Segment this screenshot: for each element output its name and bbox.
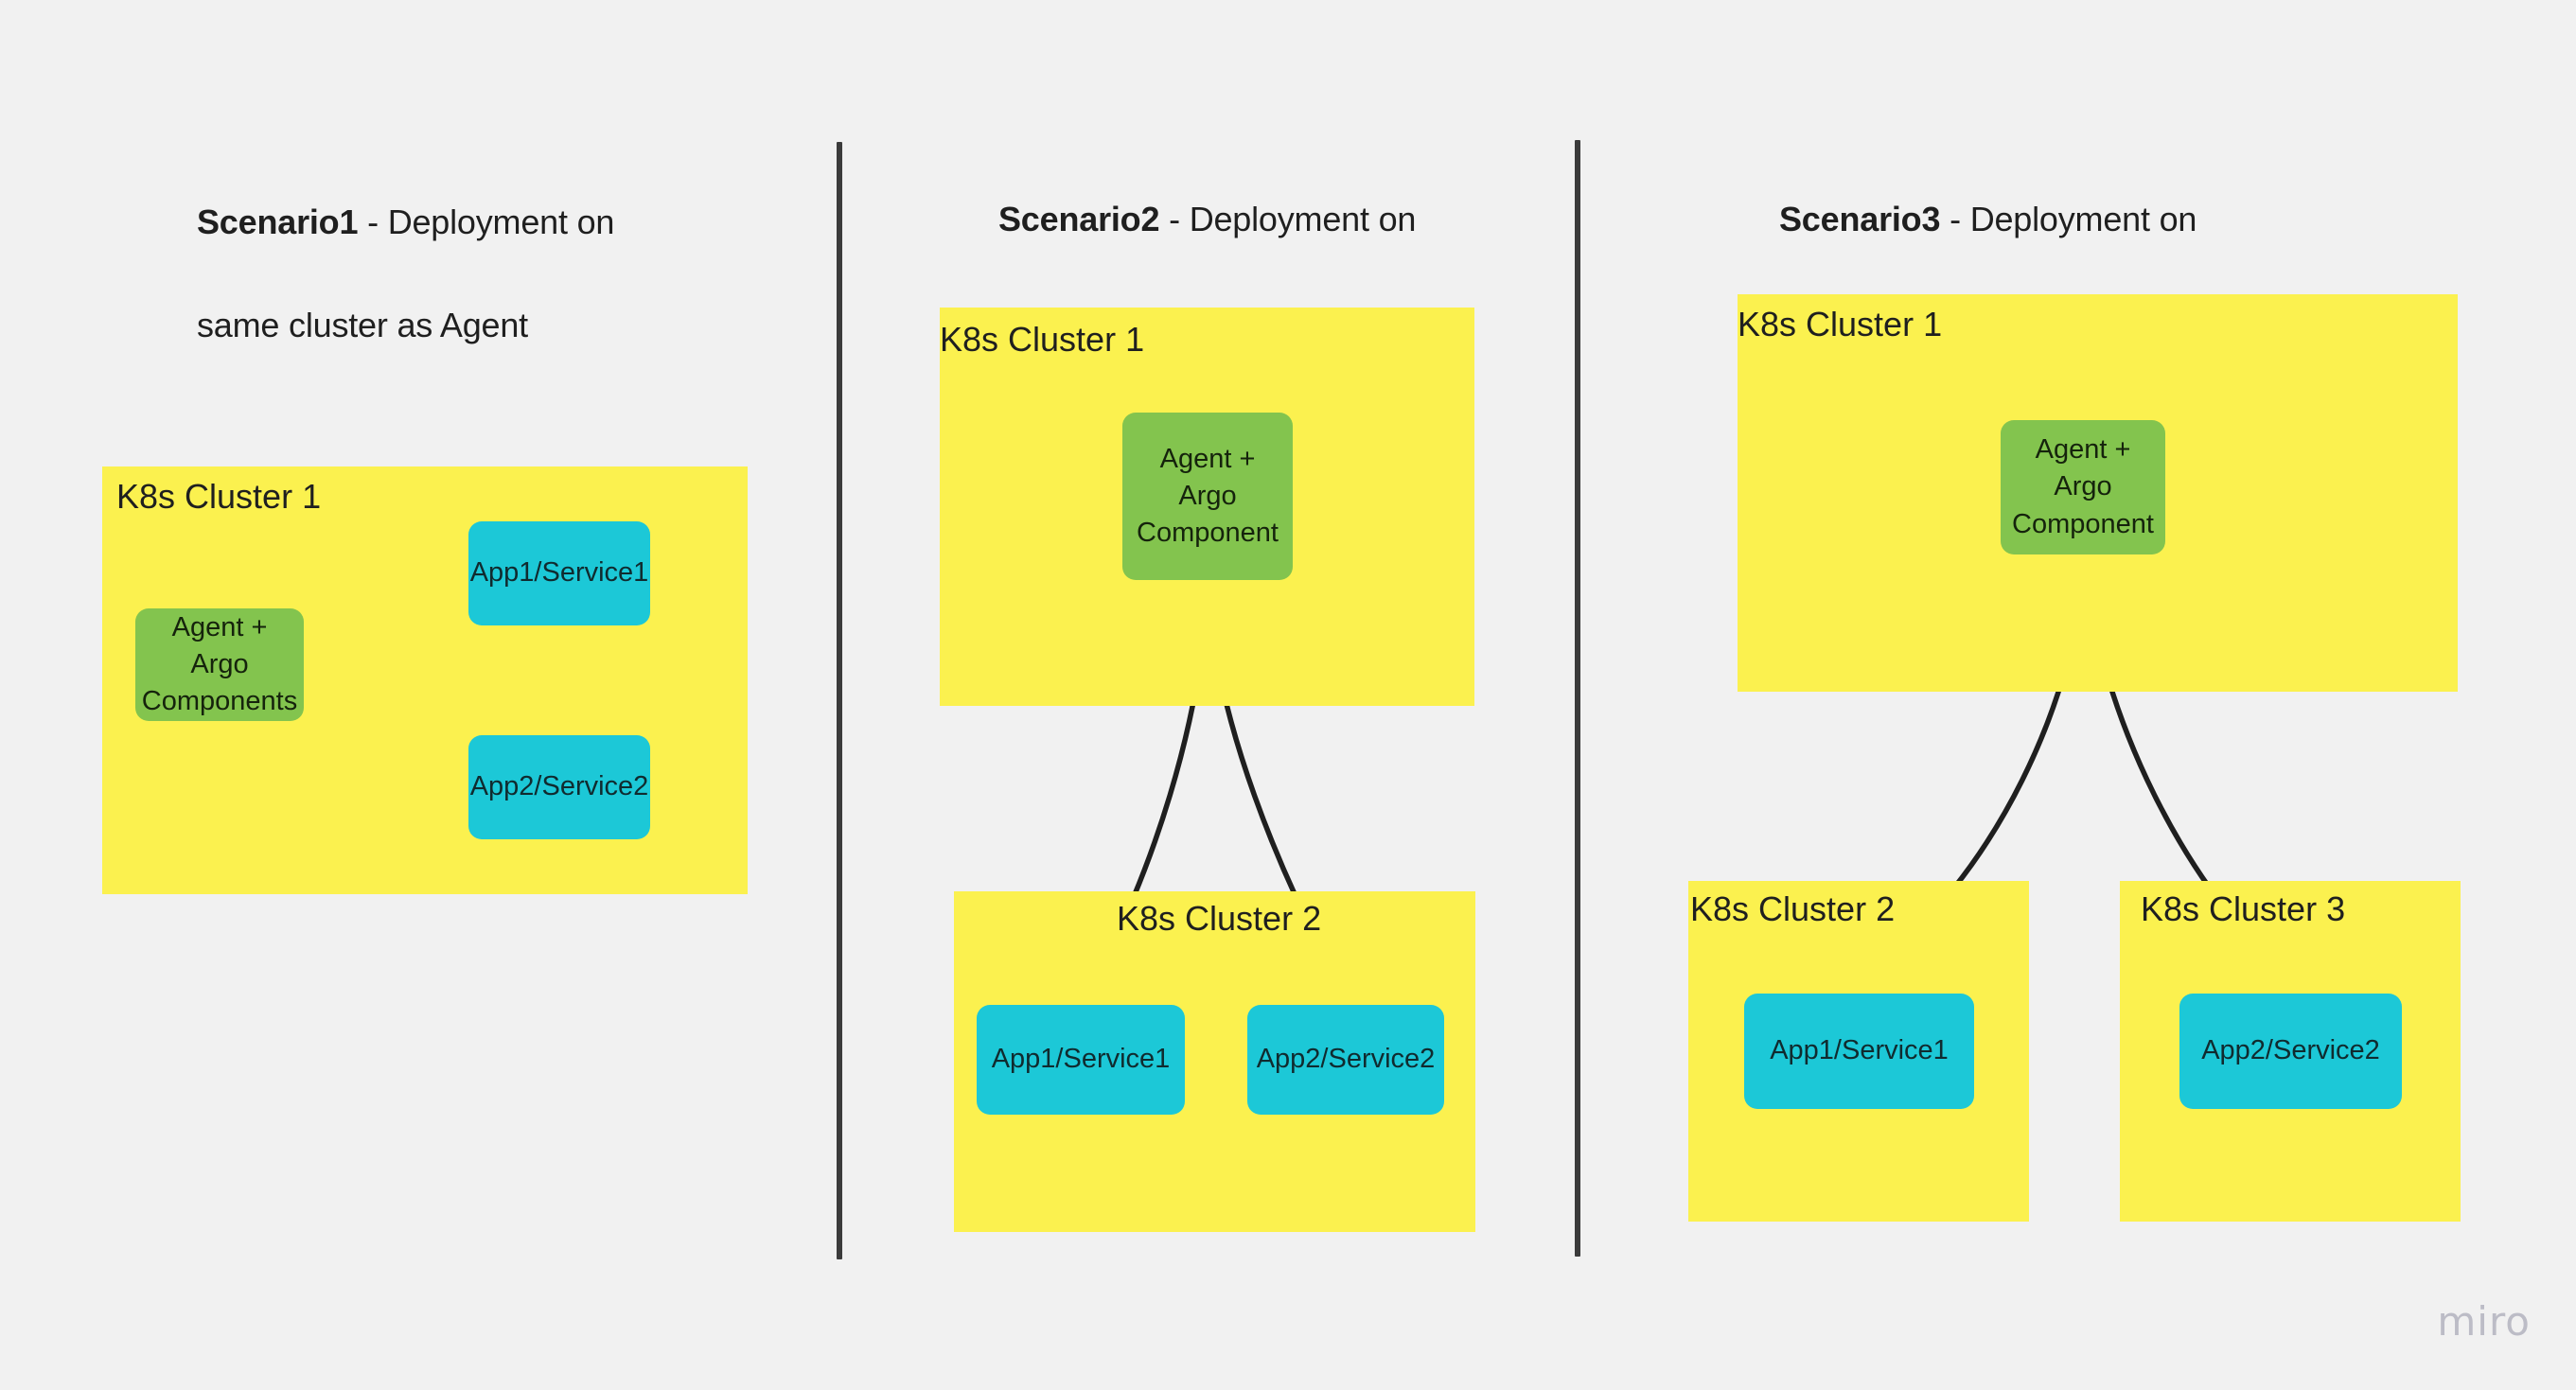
miro-watermark: miro bbox=[2437, 1298, 2531, 1345]
s2-app1-node[interactable]: App1/Service1 bbox=[977, 1005, 1185, 1115]
scenario-3-title-strong: Scenario3 bbox=[1779, 199, 1941, 238]
s1-agent-node[interactable]: Agent + Argo Components bbox=[135, 608, 304, 721]
s2-cluster-2-label: K8s Cluster 2 bbox=[1117, 899, 1322, 938]
s3-app2-label: App2/Service2 bbox=[2201, 1035, 2380, 1066]
scenario-divider-1 bbox=[837, 142, 842, 1259]
s1-app2-node[interactable]: App2/Service2 bbox=[468, 735, 650, 839]
scenario-2-title-rest: - Deployment on bbox=[1159, 199, 1417, 238]
s3-app1-node[interactable]: App1/Service1 bbox=[1744, 994, 1974, 1109]
s3-cluster-2-label: K8s Cluster 2 bbox=[1690, 889, 1896, 928]
scenario-2-title-strong: Scenario2 bbox=[998, 199, 1160, 238]
s3-app2-node[interactable]: App2/Service2 bbox=[2179, 994, 2402, 1109]
s2-app2-node[interactable]: App2/Service2 bbox=[1247, 1005, 1444, 1115]
s3-cluster-1-label: K8s Cluster 1 bbox=[1738, 305, 1943, 343]
scenario-divider-2 bbox=[1575, 140, 1580, 1257]
s2-cluster-1-label: K8s Cluster 1 bbox=[940, 320, 1145, 359]
s2-app1-label: App1/Service1 bbox=[991, 1044, 1171, 1075]
s2-app2-label: App2/Service2 bbox=[1256, 1044, 1436, 1075]
s3-agent-node[interactable]: Agent + Argo Component bbox=[2001, 420, 2165, 554]
scenario-1-title-strong: Scenario1 bbox=[197, 202, 359, 241]
s1-app2-label: App2/Service2 bbox=[469, 771, 649, 802]
s2-agent-node[interactable]: Agent + Argo Component bbox=[1122, 413, 1293, 580]
scenario-1-title-line2: same cluster as Agent bbox=[197, 306, 528, 345]
s1-cluster-1-label: K8s Cluster 1 bbox=[116, 477, 322, 516]
s3-agent-label: Agent + Argo Component bbox=[2012, 434, 2154, 539]
s3-app1-label: App1/Service1 bbox=[1770, 1035, 1949, 1066]
s2-agent-label: Agent + Argo Component bbox=[1137, 443, 1279, 549]
s3-cluster-3-label: K8s Cluster 3 bbox=[2141, 889, 2346, 928]
s1-agent-label: Agent + Argo Components bbox=[141, 611, 298, 717]
s1-app1-label: App1/Service1 bbox=[469, 557, 649, 589]
scenario-1-title: Scenario1 - Deployment on same cluster a… bbox=[197, 145, 784, 352]
s1-app1-node[interactable]: App1/Service1 bbox=[468, 521, 650, 625]
scenario-1-title-rest: - Deployment on bbox=[358, 202, 615, 241]
scenario-3-title-rest: - Deployment on bbox=[1940, 199, 2197, 238]
